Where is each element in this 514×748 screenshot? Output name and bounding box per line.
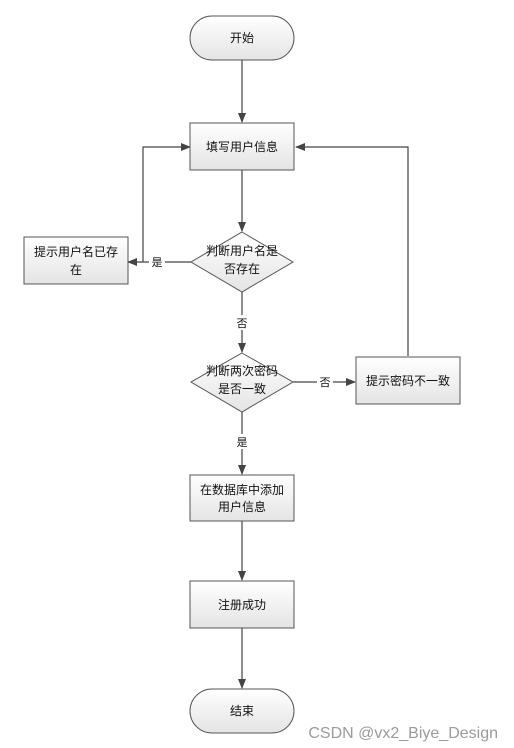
node-check-password-label-1: 判断两次密码 bbox=[206, 363, 278, 378]
node-add-db-label-1: 在数据库中添加 bbox=[200, 482, 284, 497]
node-check-exists-label-1: 判断用户名是 bbox=[206, 243, 278, 258]
node-check-password-label-2: 是否一致 bbox=[218, 382, 266, 396]
node-start: 开始 bbox=[189, 15, 295, 61]
watermark: CSDN @vx2_Biye_Design bbox=[308, 725, 498, 742]
edge-label-pwd-yes: 是 bbox=[237, 436, 248, 449]
node-end: 结束 bbox=[189, 688, 295, 734]
node-check-password: 判断两次密码 是否一致 bbox=[190, 352, 294, 413]
node-add-db: 在数据库中添加 用户信息 bbox=[189, 474, 295, 522]
node-end-label: 结束 bbox=[230, 704, 254, 718]
node-password-msg-label: 提示密码不一致 bbox=[366, 373, 450, 388]
node-check-exists-label-2: 否存在 bbox=[224, 262, 260, 276]
node-fill-info-label: 填写用户信息 bbox=[206, 139, 278, 154]
node-start-label: 开始 bbox=[230, 31, 254, 45]
node-exists-msg: 提示用户名已存 在 bbox=[23, 236, 129, 285]
node-password-msg: 提示密码不一致 bbox=[355, 356, 461, 405]
node-fill-info: 填写用户信息 bbox=[189, 122, 295, 171]
node-check-exists: 判断用户名是 否存在 bbox=[190, 231, 294, 293]
node-success-label: 注册成功 bbox=[218, 597, 266, 612]
edge-label-exists-yes: 是 bbox=[152, 256, 163, 269]
edge-pwd-msg-back bbox=[295, 143, 409, 356]
edge-label-exists-no: 否 bbox=[237, 317, 248, 330]
edge-exists-msg-back bbox=[142, 143, 191, 262]
node-add-db-label-2: 用户信息 bbox=[218, 499, 266, 514]
node-success: 注册成功 bbox=[189, 580, 295, 629]
node-exists-msg-label-1: 提示用户名已存 bbox=[34, 244, 118, 259]
edge-labels: 是 否 否 是 bbox=[149, 254, 333, 449]
node-exists-msg-label-2: 在 bbox=[70, 263, 82, 277]
edge-label-pwd-no: 否 bbox=[320, 376, 331, 389]
